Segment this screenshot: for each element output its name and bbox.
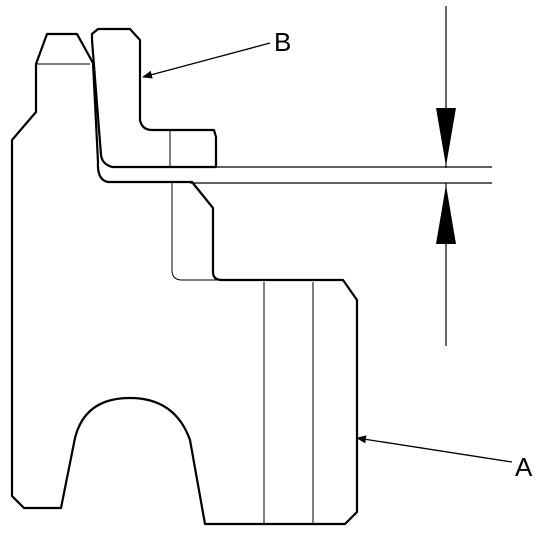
label-a: A	[515, 452, 533, 482]
leader-a	[356, 435, 513, 463]
part-a-detail-lines	[36, 63, 314, 524]
dimension-arrow-down-icon	[436, 108, 456, 166]
part-a-body	[10, 32, 359, 526]
dimension-arrow-up-icon	[436, 185, 456, 244]
part-b-bracket	[90, 27, 218, 169]
clearance-lines	[190, 6, 492, 346]
leader-lines	[142, 42, 513, 463]
label-b: B	[274, 27, 291, 57]
clearance-arrows	[436, 108, 456, 244]
leader-b	[142, 42, 271, 79]
